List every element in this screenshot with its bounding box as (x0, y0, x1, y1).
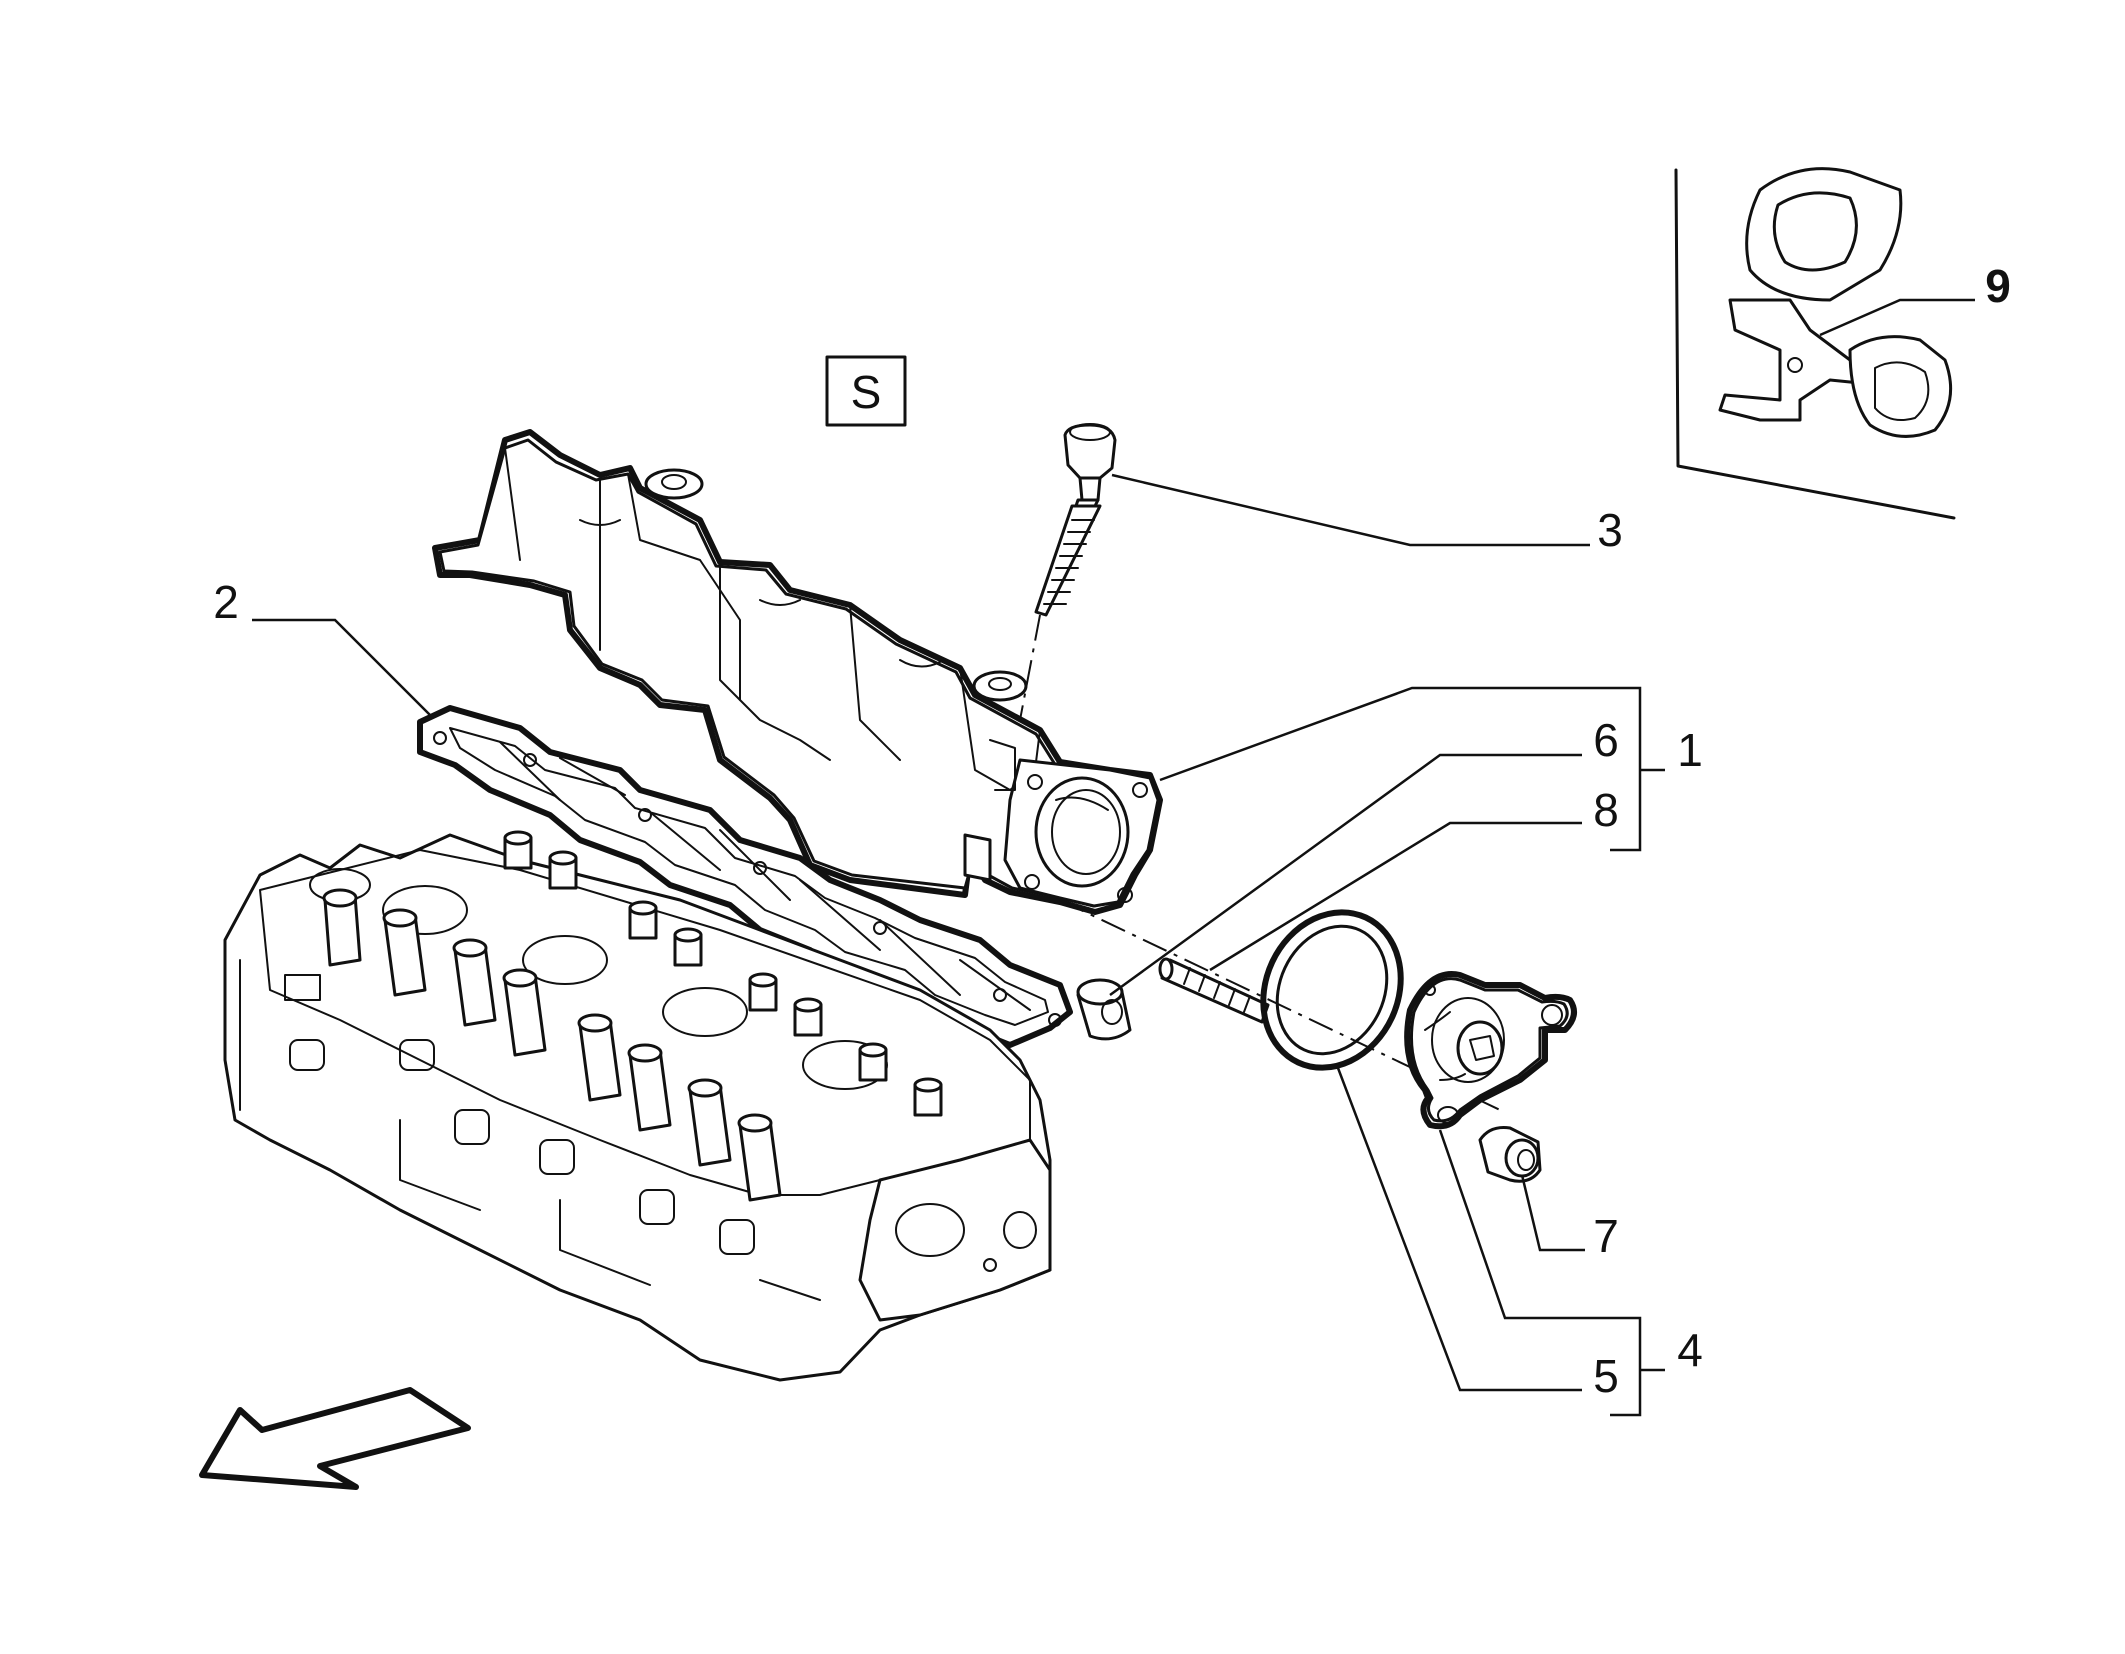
callout-4: 4 (1677, 1324, 1703, 1376)
part-8-stud (1158, 957, 1270, 1024)
cylinder-head (223, 830, 1052, 1382)
part-5-o-ring (1260, 909, 1404, 1071)
part-7-nut (1478, 1126, 1542, 1183)
inset-panel (1674, 167, 1956, 520)
callout-3: 3 (1597, 504, 1623, 556)
part-3-bolt (1019, 423, 1117, 721)
part-1-housing (432, 429, 1163, 915)
axis-line (1059, 899, 1501, 1111)
callout-7: 7 (1593, 1210, 1619, 1262)
callout-8: 8 (1593, 784, 1619, 836)
callout-5: 5 (1593, 1350, 1619, 1402)
valve-tappets-rear (503, 830, 943, 1117)
valve-stems-front (322, 888, 782, 1202)
callout-9: 9 (1985, 260, 2011, 312)
callout-2: 2 (213, 576, 239, 628)
part-2-gasket (417, 705, 1073, 1048)
section-mark-text: S (851, 366, 882, 418)
leader-lines (252, 298, 1975, 1417)
part-9-bracket (1718, 167, 1953, 438)
direction-arrow (199, 1387, 471, 1490)
part-6-bushing (1076, 978, 1132, 1041)
section-mark: S (825, 355, 907, 427)
part-4-cover (1404, 971, 1577, 1130)
callout-1: 1 (1677, 724, 1703, 776)
callout-6: 6 (1593, 714, 1619, 766)
callouts: 1 2 3 4 5 6 7 8 9 (213, 260, 2011, 1402)
